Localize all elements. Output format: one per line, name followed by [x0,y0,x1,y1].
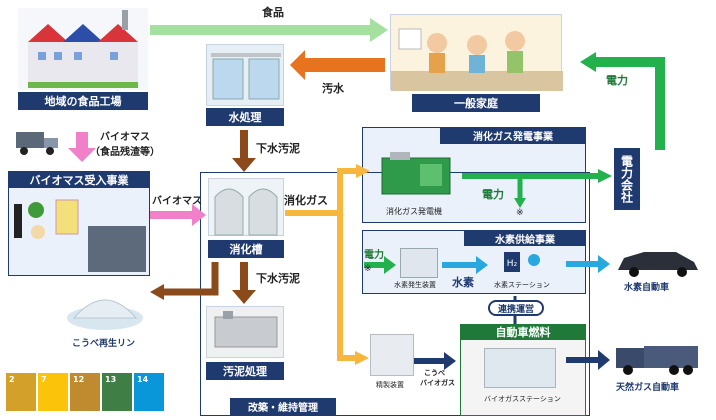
sdg-goal-14-icon: 14 [134,373,164,411]
sludge-treatment-label: 汚泥処理 [206,362,284,380]
refinery-label: 精製装置 [376,381,404,389]
h2-station-label: 水素ステーション [494,281,550,289]
wastewater-arrow [290,50,385,80]
factory-illustration [18,8,148,90]
gas-power-label: 消化ガス発電事業 [440,127,586,144]
food-items-illustration [12,192,84,242]
sludge-down-arrow-1 [232,130,256,172]
ngv-label: 天然ガス自動車 [616,383,680,393]
household-label: 一般家庭 [412,94,540,112]
phosphorus-label: こうべ再生リン [72,339,136,349]
water-treatment-label: 水処理 [206,108,284,126]
generator-illustration [376,150,456,200]
power-top-label: 電力 [606,74,628,87]
power-h2-arrow [364,256,396,274]
h2-generator-label: 水素発生装置 [394,281,436,289]
intake-facility-photo [88,226,146,272]
biogas-station-illustration [484,348,556,388]
phosphorus-illustration [64,280,146,332]
fcv-arrow [566,255,610,273]
fuel-label: 自動車燃料 [460,324,586,340]
power-h2-label: 電力 [364,250,384,261]
hydrogen-supply-label: 水素供給事業 [464,230,586,246]
hydrogen-arrow [442,256,488,274]
hydrogen-flow-label: 水素 [452,276,474,289]
maintenance-label: 改築・維持管理 [230,398,336,415]
power-company-label: 電力会社 [614,148,640,210]
household-illustration [390,14,563,91]
biomass-line1-label: バイオマス [100,132,150,143]
mark-2: ※ [364,264,372,274]
biomass-intake-label: バイオマス受入事業 [8,171,150,188]
digestion-gas-down-line [337,213,358,361]
h2-generator-illustration [400,248,438,278]
sludge-down-arrow-2 [232,262,256,304]
food-flow-label: 食品 [262,6,284,19]
truck-icon [16,130,60,156]
digestion-gas-line [285,168,360,216]
h2-station-icon: H₂ [500,248,546,276]
digester-label: 消化槽 [208,240,284,258]
food-arrow [150,18,388,42]
sewage-sludge-label-1: 下水汚泥 [256,142,300,155]
sdg-goal-12-icon: 12 [70,373,100,411]
sdg-goal-7-icon: 7 [38,373,68,411]
biogas-arrow [414,352,456,370]
sdg-goal-13-icon: 13 [102,373,132,411]
fcv-label: 水素自動車 [624,283,670,293]
refinery-illustration [370,334,414,376]
kobe-biogas-label-1: こうべ [424,369,445,377]
digestion-gas-label: 消化ガス [284,194,328,207]
biomass-down-arrow [68,132,96,162]
factory-label: 地域の食品工場 [18,92,148,110]
ngv-illustration [614,342,702,376]
biogas-station-label: バイオガスステーション [484,395,561,403]
kobe-biogas-label-2: バイオガス [420,379,455,387]
water-treatment-illustration [206,44,284,106]
digester-illustration [208,178,284,236]
wastewater-flow-label: 汚水 [322,82,344,95]
biomass-flow-label: バイオマス [152,196,202,207]
to-phosphorus-arrow [160,262,219,296]
fcv-illustration [614,248,702,278]
sdg-goal-2-icon: 2 [6,373,36,411]
generator-label: 消化ガス発電機 [386,207,442,216]
power-to-household-arrow [592,57,665,150]
power-mid-label: 電力 [482,188,504,201]
sewage-sludge-label-2: 下水汚泥 [256,272,300,285]
ngv-arrow [566,350,610,370]
sludge-treatment-illustration [206,306,284,358]
biomass-line2-label: （食品残渣等） [90,147,160,158]
mark-1: ※ [516,208,524,218]
biomass-right-arrow [150,204,206,226]
coop-badge: 連携運営 [488,300,544,316]
svg-text:H₂: H₂ [507,259,518,269]
